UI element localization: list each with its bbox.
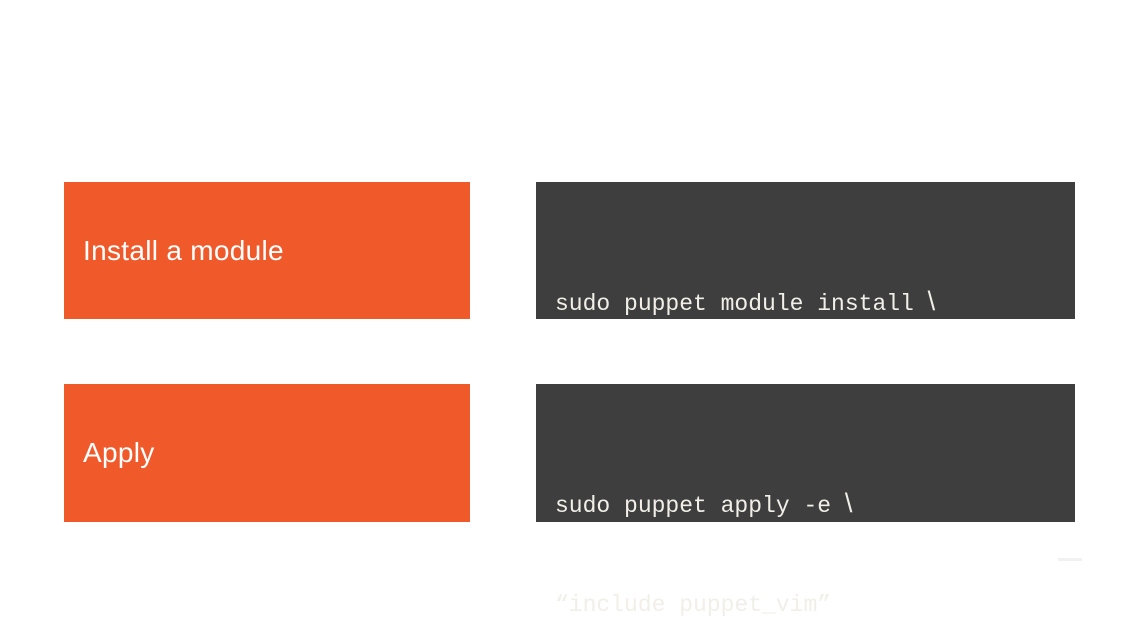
code-line-1: sudo puppet module install \: [555, 285, 1075, 321]
label-box-install-a-module: Install a module: [64, 182, 470, 319]
label-text-apply: Apply: [83, 437, 155, 468]
watermark-fragment: [1058, 558, 1082, 561]
code-line-1-text: sudo puppet module install: [555, 291, 928, 317]
code-line-1-text: sudo puppet apply -e: [555, 493, 845, 519]
code-line-2: “include puppet_vim”: [555, 592, 832, 618]
line-continuation-backslash: \: [844, 488, 853, 518]
code-box-module-install: sudo puppet module install \ theurbanpen…: [536, 182, 1075, 416]
label-box-apply: Apply: [64, 384, 470, 522]
label-text-install-a-module: Install a module: [83, 234, 284, 266]
line-continuation-backslash: \: [927, 286, 936, 316]
code-line-1: sudo puppet apply -e \: [555, 487, 1075, 523]
code-box-apply: sudo puppet apply -e \ “include puppet_v…: [536, 384, 1075, 618]
